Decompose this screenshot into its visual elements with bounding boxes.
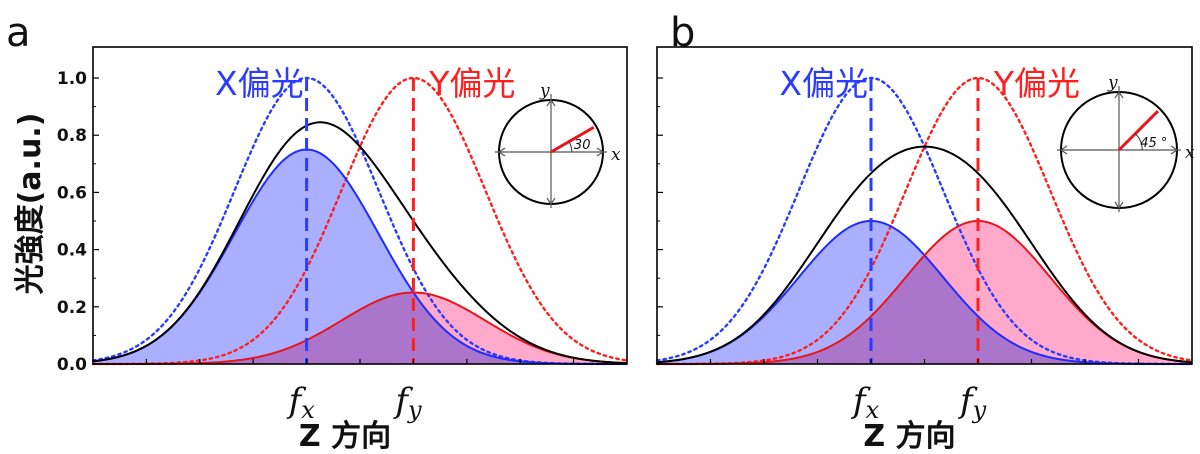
inset-polarization-vector <box>550 126 595 154</box>
polarization-label-y: Y偏光 <box>993 64 1080 103</box>
f-marker-y: fy <box>392 381 422 424</box>
f-marker-x: fx <box>286 381 316 424</box>
x-axis-label: Z 方向 <box>299 419 391 454</box>
sum-curve <box>656 145 1193 364</box>
panel-letter-a: a <box>6 10 31 56</box>
y-tick-label: 1.0 <box>57 69 87 89</box>
component-area-y <box>93 292 627 364</box>
inset-y-label: y <box>1107 73 1118 93</box>
polarization-label-x: X偏光 <box>215 64 304 103</box>
f-marker-y: fy <box>957 381 987 424</box>
y-tick-label: 0.0 <box>57 355 87 375</box>
inset-arrow-up <box>546 98 556 107</box>
x-axis-label: Z 方向 <box>863 419 955 454</box>
inset-polarization-diagram: 45 ° x y <box>1057 73 1195 212</box>
polarization-label-x: X偏光 <box>779 64 868 103</box>
inset-polarization-vector <box>1117 109 1160 152</box>
component-area-y <box>657 221 1192 364</box>
y-tick-label: 0.2 <box>57 298 87 318</box>
polarization-label-y: Y偏光 <box>428 64 515 103</box>
inset-angle-arc <box>568 141 573 153</box>
y-axis-label: 光強度(a.u.) <box>13 113 48 295</box>
f-marker-subscript: x <box>301 396 315 424</box>
y-tick-label: 0.4 <box>57 241 87 261</box>
f-marker-subscript: y <box>407 396 422 424</box>
inset-arrow-right <box>596 147 605 157</box>
sum-curve <box>92 121 628 365</box>
y-tick-label: 0.6 <box>57 183 87 203</box>
filled-areas <box>657 221 1192 364</box>
f-marker-subscript: y <box>972 396 987 424</box>
chart-panel-a: a 0.0 0.2 0.4 0.6 0.8 1.0 光強度(a.u.) X偏光 Y偏光 fx fyZ … <box>6 10 629 454</box>
inset-arrow-left <box>497 147 506 157</box>
inset-arrow-left <box>1059 145 1068 155</box>
filled-areas <box>93 149 627 364</box>
inset-y-label: y <box>539 81 550 101</box>
f-marker-x: fx <box>850 381 880 424</box>
inset-arrow-right <box>1170 145 1179 155</box>
inset-arrow-down <box>1114 201 1124 210</box>
panel-letter-b: b <box>670 10 695 56</box>
inset-angle-arc <box>1135 133 1143 151</box>
inset-polarization-diagram: 30 x y <box>495 81 621 208</box>
component-area-x <box>93 149 627 364</box>
y-tick-label: 0.8 <box>57 126 87 146</box>
f-marker-subscript: x <box>866 396 880 424</box>
inset-arrow-up <box>1114 90 1124 99</box>
reference-curve-y <box>91 76 629 366</box>
inset-x-label: x <box>611 145 621 165</box>
inset-angle-label: 30 <box>574 138 591 153</box>
inset-arrow-down <box>546 197 556 206</box>
inset-x-label: x <box>1185 143 1195 163</box>
inset-angle-label: 45 ° <box>1140 136 1167 151</box>
